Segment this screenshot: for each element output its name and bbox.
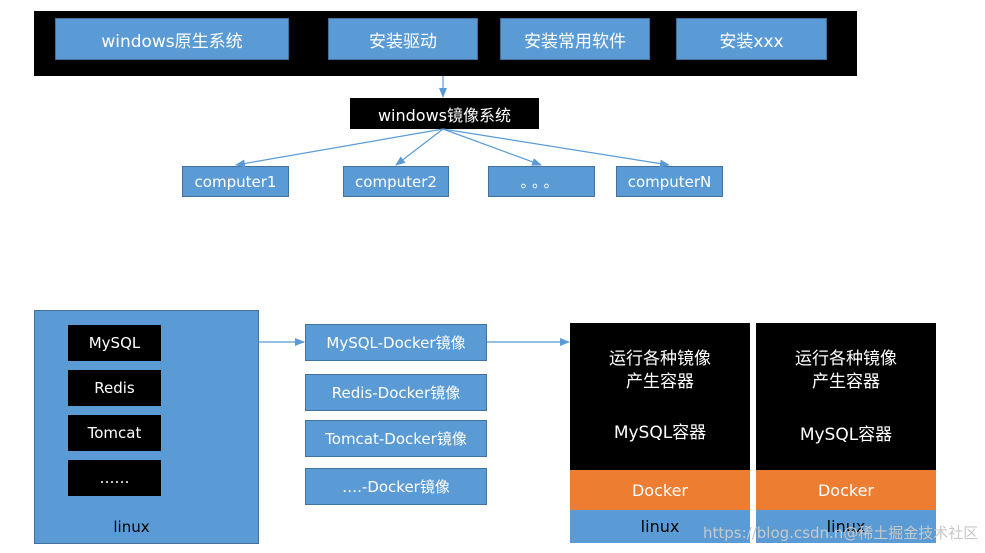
container-name: MySQL容器 [756,420,936,445]
container-line2: 产生容器 [626,372,694,392]
computer-2: computer2 [343,166,449,197]
computer-ellipsis: 。。。 [488,166,595,197]
app-mysql: MySQL [68,325,161,361]
container-description: 运行各种镜像 产生容器 [756,347,936,395]
top-item-label: windows原生系统 [101,31,243,52]
linux-layer-label: linux [826,517,866,536]
linux-layer: linux [570,510,750,543]
linux-layer-label: linux [640,517,680,536]
docker-image-label: Redis-Docker镜像 [331,384,461,402]
docker-image-label: MySQL-Docker镜像 [326,334,466,352]
arrow-image-to-computer-ellipsis [442,128,542,166]
docker-image-redis: Redis-Docker镜像 [305,374,487,411]
docker-image-label: Tomcat-Docker镜像 [325,430,467,448]
container-line1: 运行各种镜像 [795,349,897,369]
top-item-install-xxx: 安装xxx [676,18,827,60]
app-more: …… [68,460,161,496]
linux-host-label: linux [34,516,229,538]
top-item-install-driver: 安装驱动 [328,18,478,60]
app-label: Redis [94,379,135,397]
computer-label: 。。。 [520,173,563,191]
container-name-text: MySQL容器 [799,424,893,445]
docker-layer-label: Docker [631,480,689,500]
docker-image-mysql: MySQL-Docker镜像 [305,324,487,361]
docker-image-label: ….-Docker镜像 [342,478,450,496]
top-item-install-common-software: 安装常用软件 [500,18,650,60]
arrow-image-to-computer-2 [395,128,444,166]
computer-n: computerN [616,166,723,197]
arrow-image-to-computer-1 [235,128,444,168]
top-item-windows-native: windows原生系统 [55,18,289,60]
app-label: MySQL [88,334,141,352]
computer-label: computer1 [194,172,277,191]
windows-image-label: windows镜像系统 [350,98,539,129]
container-line1: 运行各种镜像 [609,349,711,369]
top-item-label: 安装常用软件 [524,31,626,52]
linux-layer: linux [756,510,936,543]
container-name: MySQL容器 [570,418,750,443]
linux-label-text: linux [113,518,150,536]
watermark: https://blog.csdn.n@稀土掘金技术社区 [703,522,978,544]
computer-1: computer1 [182,166,289,197]
windows-image-text: windows镜像系统 [377,105,512,125]
app-label: Tomcat [87,424,142,442]
container-stack-1 [570,323,750,470]
app-redis: Redis [68,370,161,406]
container-name-text: MySQL容器 [613,422,707,443]
docker-image-more: ….-Docker镜像 [305,468,487,505]
docker-layer-label: Docker [817,480,875,500]
top-item-label: 安装xxx [719,31,784,52]
arrow-image-to-computer-n [442,128,670,168]
docker-layer: Docker [570,470,750,510]
app-label: …… [99,469,130,487]
container-description: 运行各种镜像 产生容器 [570,347,750,395]
computer-label: computerN [627,172,712,191]
top-item-label: 安装驱动 [369,31,437,52]
app-tomcat: Tomcat [68,415,161,451]
container-line2: 产生容器 [812,372,880,392]
computer-label: computer2 [355,172,437,191]
docker-layer: Docker [756,470,936,510]
docker-image-tomcat: Tomcat-Docker镜像 [305,420,487,457]
container-stack-2 [756,323,936,470]
watermark-text: https://blog.csdn.n@稀土掘金技术社区 [703,524,979,542]
